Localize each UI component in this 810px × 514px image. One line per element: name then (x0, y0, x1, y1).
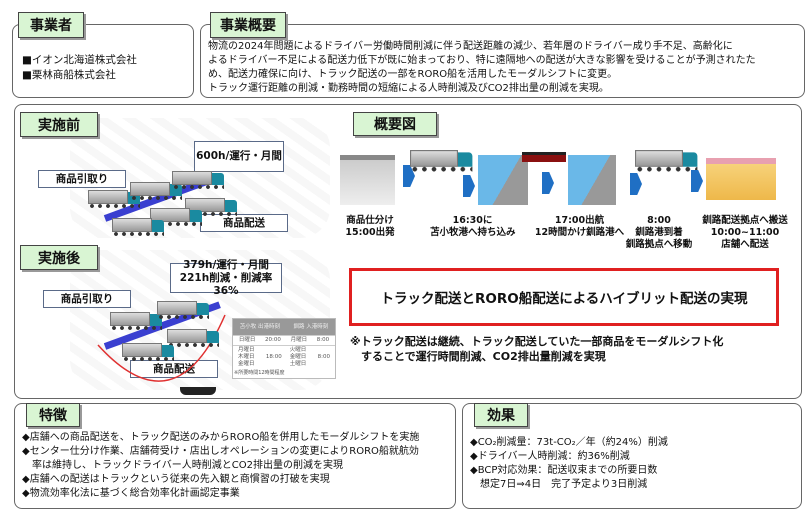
step-text: 8:00 (647, 215, 671, 226)
note-line: ※トラック配送は継続、トラック配送していた一部商品をモーダルシフト化 (350, 335, 724, 348)
truck-icon (635, 150, 698, 172)
schedule-cell: 8:00 (316, 337, 330, 343)
after-pickup: 商品引取り (43, 290, 131, 308)
truck-icon (112, 218, 164, 236)
store-icon (706, 158, 776, 200)
port-icon (478, 155, 528, 205)
effect-line: ◆ドライバー人時削減：約36%削減 (470, 451, 630, 462)
schedule-cell: 日曜日 (238, 337, 256, 343)
schedule-from: 苫小牧 出港時刻 (239, 323, 280, 330)
truck-icon (110, 312, 162, 330)
headline-box: トラック配送とRORO船配送によるハイブリット配送の実現 (349, 268, 779, 326)
schedule-to: 釧路 入港時刻 (293, 323, 329, 330)
ship-icon (180, 387, 216, 395)
step-text: 15:00出発 (345, 227, 395, 238)
after-hours: 379h/運行・月間 221h削減・削減率36% (170, 259, 282, 297)
schedule-cell: 月曜日 木曜日 金曜日 (237, 347, 255, 367)
truck-icon (130, 182, 182, 200)
ship-icon (522, 152, 566, 162)
before-hours: 600h/運行・月間 (194, 141, 284, 172)
step-text: 苫小牧港へ持ち込み (430, 227, 516, 238)
arrow-right-icon (542, 172, 554, 194)
operators-title: 事業者 (18, 12, 84, 38)
before-title: 実施前 (20, 112, 98, 137)
overview-panel (200, 24, 805, 98)
truck-icon (157, 301, 209, 319)
overview-line: よるドライバー不足による配送力低下が既に始まっており、特に遠隔地への配送が大きな… (208, 55, 756, 66)
truck-icon (410, 150, 473, 172)
effects-title: 効果 (474, 403, 528, 427)
ferry-schedule-table: 苫小牧 出港時刻 釧路 入港時刻 日曜日 20:00 月曜日 8:00 月曜日 木曜日 … (232, 318, 336, 379)
before-delivery: 商品配送 (200, 214, 288, 232)
truck-icon (167, 329, 219, 347)
operator-2: ■栗林商船株式会社 (22, 69, 116, 81)
operator-1: ■イオン北海道株式会社 (22, 54, 137, 66)
feature-line: ◆店舗への配送はトラックという従来の先入観と商慣習の打破を実現 (22, 474, 330, 485)
step-2-caption: 16:30に苫小牧港へ持ち込み (430, 215, 516, 239)
warehouse-icon (340, 155, 395, 205)
step-text: 釧路配送拠点へ搬送 (702, 215, 788, 226)
before-pickup: 商品引取り (38, 170, 126, 188)
step-text: 10:00~11:00 (710, 227, 780, 238)
step-text: 12時間かけ釧路港へ (534, 227, 625, 238)
overview-line: め、配送力確保に向け、トラック配送の一部をRORO船を活用したモーダルシフトに変… (208, 69, 618, 80)
after-hours-line2: 221h削減・削減率36% (179, 271, 273, 297)
feature-line: ◆センター仕分け作業、店舗荷受け・店出しオペレーションの変更によりRORO船就航… (22, 446, 419, 457)
truck-icon (122, 343, 174, 361)
effect-line: 想定7日⇒4日 完了予定より3日削減 (470, 479, 648, 490)
step-text: 店舗へ配送 (721, 239, 769, 250)
features-panel (14, 403, 456, 509)
overview-line: 物流の2024年問題によるドライバー労働時間削減に伴う配送距離の減少、若年層のド… (208, 41, 733, 52)
step-text: 16:30に (452, 215, 493, 226)
schedule-cell: 20:00 (265, 337, 281, 343)
step-text: 17:00出航 (554, 215, 605, 226)
diagram-title: 概要図 (353, 112, 437, 136)
overview-title: 事業概要 (210, 12, 286, 38)
after-delivery: 商品配送 (130, 360, 218, 378)
features-title: 特徴 (26, 403, 80, 427)
feature-line: ◆店舗への商品配送を、トラック配送のみからRORO船を併用したモーダルシフトを実… (22, 432, 420, 443)
truck-icon (172, 171, 224, 189)
overview-line: トラック運行距離の削減・勤務時間の短縮による人時削減及びCO2排出量の削減を実現… (208, 83, 609, 94)
schedule-note: ※所要時間12時間程度 (234, 370, 285, 376)
step-text: 釧路拠点へ移動 (625, 239, 693, 250)
truck-icon (150, 208, 202, 226)
arrow-right-icon (691, 170, 703, 192)
feature-line: 率は維持し、トラックドライバー人時削減とCO2排出量の削減を実現 (22, 460, 344, 471)
port-icon (568, 155, 616, 205)
effect-line: ◆BCP対応効果：配送収束までの所要日数 (470, 465, 658, 476)
feature-line: ◆物流効率化法に基づく総合効率化計画認定事業 (22, 488, 240, 499)
schedule-cell: 18:00 (265, 354, 282, 360)
arrow-right-icon (630, 173, 642, 195)
after-title: 実施後 (20, 245, 98, 270)
note-line: することで運行時間削減、CO2排出量削減を実現 (350, 350, 606, 363)
truck-icon (185, 198, 237, 216)
after-hours-line1: 379h/運行・月間 (183, 258, 269, 271)
step-text: 釧路港到着 (635, 227, 683, 238)
step-text: 商品仕分け (346, 215, 394, 226)
effect-line: ◆CO₂削減量：73t-CO₂／年（約24%）削減 (470, 437, 668, 448)
schedule-cell: 月曜日 (290, 337, 308, 343)
schedule-cell: 8:00 (317, 354, 330, 360)
arrow-right-icon (463, 175, 475, 197)
schedule-cell: 火曜日 金曜日 土曜日 (289, 347, 307, 367)
